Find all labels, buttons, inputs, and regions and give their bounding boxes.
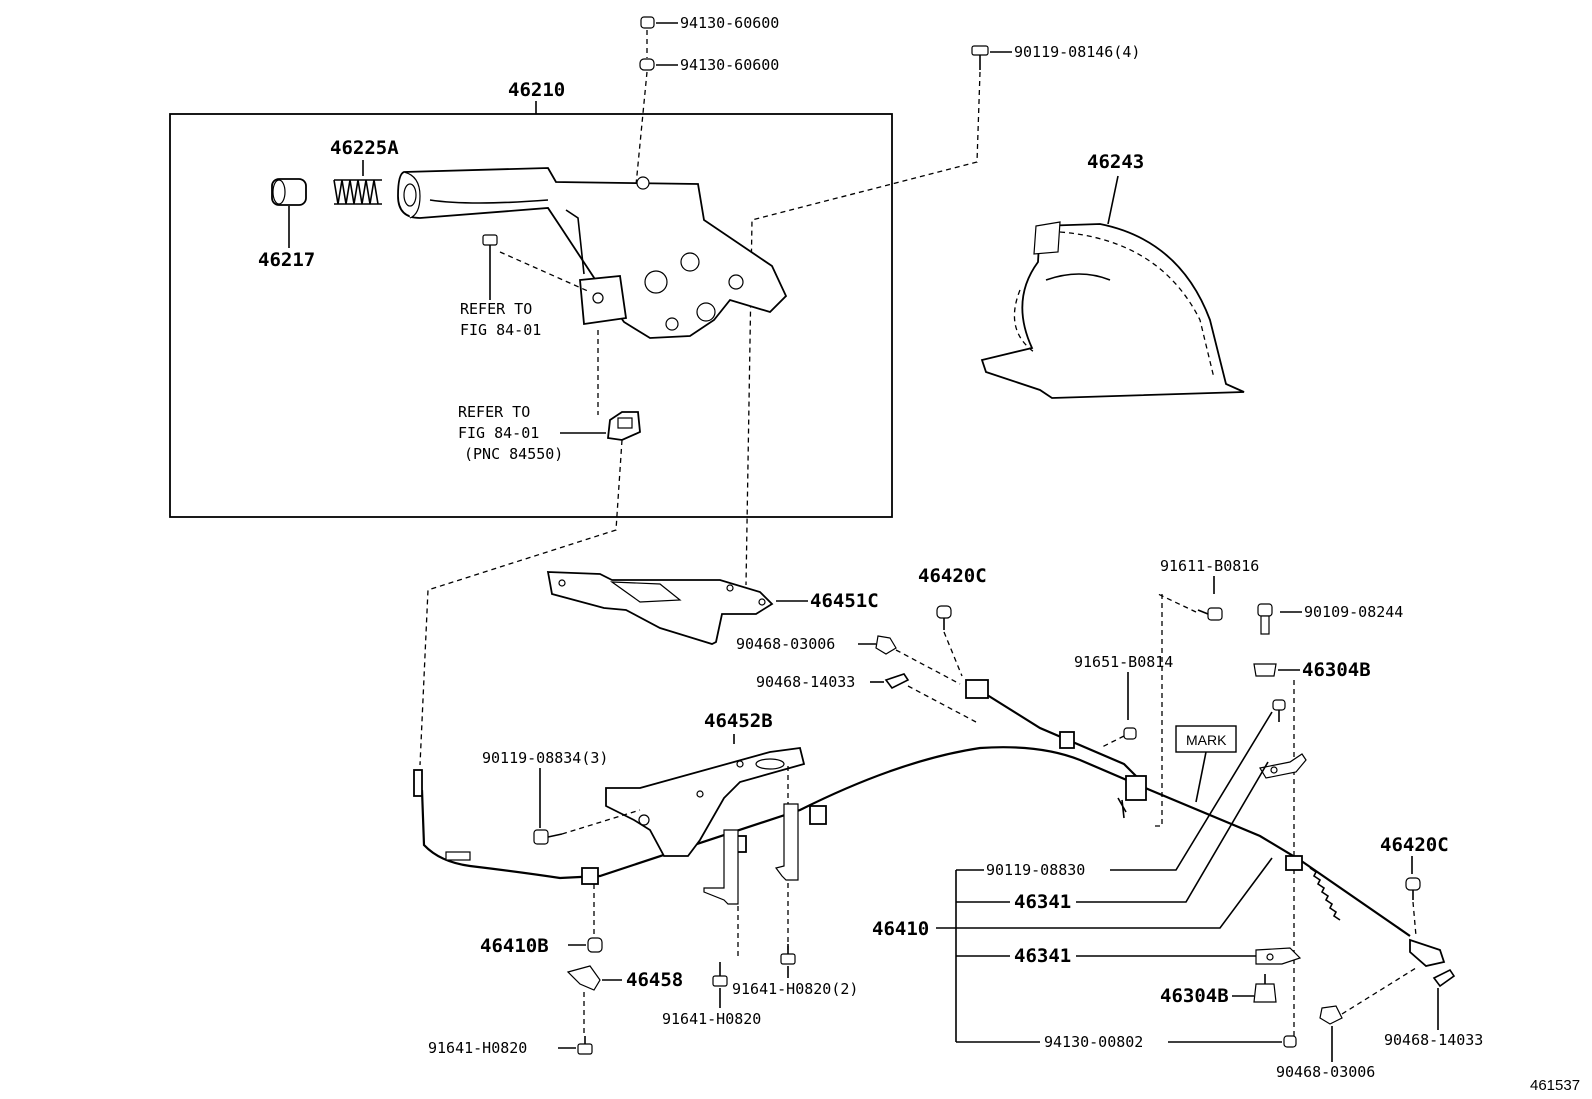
part-label-46410[interactable]: 46410 xyxy=(872,918,929,940)
bracket-46341-lower[interactable] xyxy=(1255,947,1302,965)
part-label-46458[interactable]: 46458 xyxy=(626,969,683,991)
cable-support-bracket-left[interactable] xyxy=(703,829,739,905)
brake-cable-46410[interactable] xyxy=(413,679,1446,967)
part-label-90119-08834[interactable]: 90119-08834(3) xyxy=(482,749,608,767)
part-label-94130-60600-a[interactable]: 94130-60600 xyxy=(680,14,779,32)
part-label-46420C-b[interactable]: 46420C xyxy=(1380,834,1449,856)
part-label-94130-00802[interactable]: 94130-00802 xyxy=(1044,1033,1143,1051)
bolt-90119-08146[interactable] xyxy=(971,45,989,70)
lever-boot-46243[interactable] xyxy=(980,221,1245,399)
part-label-90119-08146[interactable]: 90119-08146(4) xyxy=(1014,43,1140,61)
part-label-46341-b[interactable]: 46341 xyxy=(1014,945,1071,967)
release-spring-46225A[interactable] xyxy=(333,179,382,205)
grommet-46420C-upper[interactable] xyxy=(936,605,952,630)
brake-switch-pnc-84550[interactable] xyxy=(607,411,641,441)
grommet-46420C-lower[interactable] xyxy=(1405,877,1421,900)
bolt-90119-08834[interactable] xyxy=(533,829,563,845)
nut-94130-60600-top[interactable] xyxy=(640,16,655,29)
part-label-46304B-a[interactable]: 46304B xyxy=(1302,659,1371,681)
part-label-46243[interactable]: 46243 xyxy=(1087,151,1144,173)
part-label-46452B[interactable]: 46452B xyxy=(704,710,773,732)
refer-note-2-line2: FIG 84-01 xyxy=(458,424,539,442)
nut-94130-60600-second[interactable] xyxy=(639,58,655,71)
part-label-90119-08830[interactable]: 90119-08830 xyxy=(986,861,1085,879)
cable-support-bracket-right[interactable] xyxy=(774,803,799,881)
bolt-91611-B0816[interactable] xyxy=(1197,607,1223,621)
part-label-46304B-b[interactable]: 46304B xyxy=(1160,985,1229,1007)
bolt-90119-08830[interactable] xyxy=(1272,699,1286,722)
part-label-94130-60600-b[interactable]: 94130-60600 xyxy=(680,56,779,74)
bolt-91641-H0820-pair[interactable] xyxy=(780,944,796,965)
part-label-90468-03006-a[interactable]: 90468-03006 xyxy=(736,635,835,653)
bolt-91641-H0820-middle[interactable] xyxy=(712,962,728,987)
bracket-46451C[interactable] xyxy=(546,571,774,645)
refer-note-1-line1: REFER TO xyxy=(460,300,532,318)
part-label-91651-B0814[interactable]: 91651-B0814 xyxy=(1074,653,1173,671)
release-button-46217[interactable] xyxy=(271,178,307,206)
lever-assembly-frame xyxy=(169,113,893,518)
refer-note-2-line1: REFER TO xyxy=(458,403,530,421)
part-label-46217[interactable]: 46217 xyxy=(258,249,315,271)
part-label-90468-14033-a[interactable]: 90468-14033 xyxy=(756,673,855,691)
mark-label: MARK xyxy=(1186,732,1227,748)
clamp-90468-03006-upper[interactable] xyxy=(875,635,897,655)
figure-number: 461537 xyxy=(1530,1077,1580,1094)
part-label-91641-H0820-b[interactable]: 91641-H0820 xyxy=(428,1039,527,1057)
bolt-91651-B0814[interactable] xyxy=(1123,727,1137,740)
grommet-46410B[interactable] xyxy=(587,937,603,953)
part-label-46451C[interactable]: 46451C xyxy=(810,590,879,612)
part-label-46225A[interactable]: 46225A xyxy=(330,137,399,159)
nut-94130-00802[interactable] xyxy=(1283,1035,1297,1048)
part-label-90468-14033-b[interactable]: 90468-14033 xyxy=(1384,1031,1483,1049)
clip-90468-14033-upper[interactable] xyxy=(884,673,910,690)
bolt-90109-08244[interactable] xyxy=(1257,603,1273,635)
grommet-46304B-lower[interactable] xyxy=(1253,974,1277,1003)
part-label-91611-B0816[interactable]: 91611-B0816 xyxy=(1160,557,1259,575)
mark-box xyxy=(1175,725,1237,753)
grommet-46304B-upper[interactable] xyxy=(1253,663,1277,677)
part-label-90468-03006-b[interactable]: 90468-03006 xyxy=(1276,1063,1375,1081)
screw-refer-fig-84-01[interactable] xyxy=(482,234,498,258)
part-label-46420C-a[interactable]: 46420C xyxy=(918,565,987,587)
part-label-46210[interactable]: 46210 xyxy=(508,79,565,101)
part-label-46410B[interactable]: 46410B xyxy=(480,935,549,957)
part-label-90109-08244[interactable]: 90109-08244 xyxy=(1304,603,1403,621)
part-label-91641-H0820-2[interactable]: 91641-H0820(2) xyxy=(732,980,858,998)
clip-90468-14033-lower[interactable] xyxy=(1432,968,1456,988)
bracket-46452B[interactable] xyxy=(605,747,806,857)
bracket-46341-upper[interactable] xyxy=(1259,753,1307,779)
part-label-46341-a[interactable]: 46341 xyxy=(1014,891,1071,913)
refer-note-2-line3: (PNC 84550) xyxy=(464,445,563,463)
bolt-91641-H0820-left[interactable] xyxy=(577,1036,593,1055)
clamp-90468-03006-lower[interactable] xyxy=(1319,1005,1343,1025)
clip-46458[interactable] xyxy=(566,965,601,991)
parking-brake-lever-46210[interactable] xyxy=(397,167,788,339)
refer-note-1-line2: FIG 84-01 xyxy=(460,321,541,339)
part-label-91641-H0820-a[interactable]: 91641-H0820 xyxy=(662,1010,761,1028)
